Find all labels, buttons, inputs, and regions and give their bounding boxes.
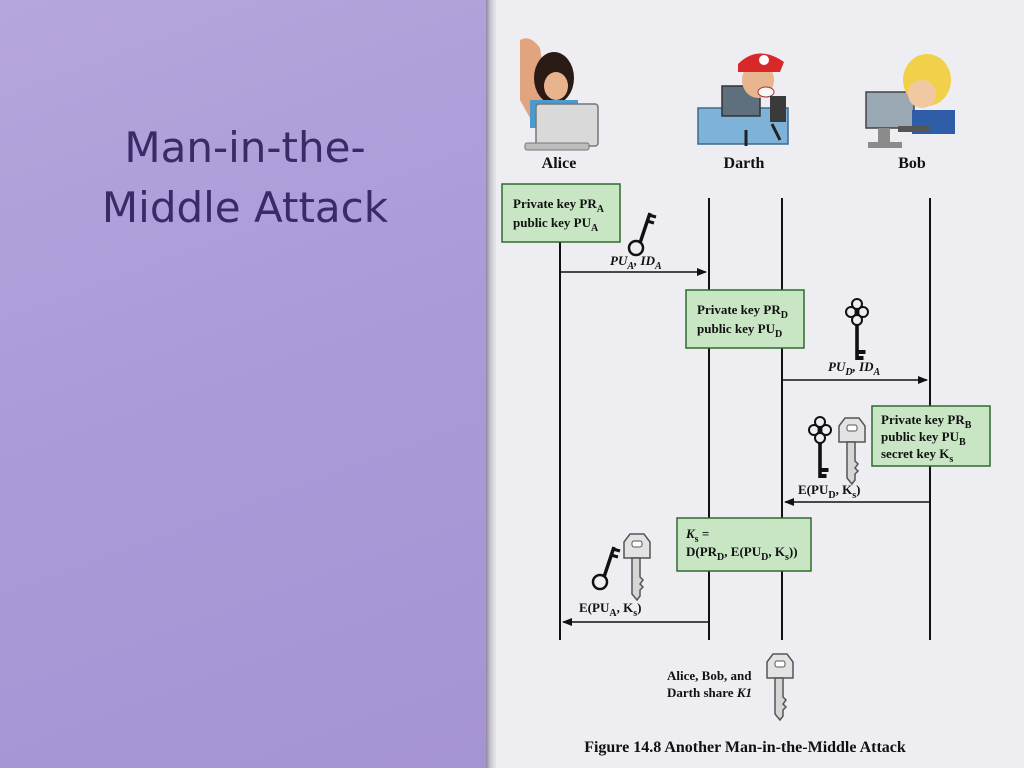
message-2-label: PUD, IDA bbox=[828, 359, 881, 378]
left-panel: Man-in-the- Middle Attack bbox=[0, 0, 486, 768]
figure-caption: Figure 14.8 Another Man-in-the-Middle At… bbox=[584, 739, 906, 756]
svg-text:Private key PRD: Private key PRD bbox=[697, 302, 788, 321]
share-note-line-2: Darth share K1 bbox=[667, 685, 752, 700]
share-note-line-1: Alice, Bob, and bbox=[667, 668, 752, 683]
svg-text:public key PUA: public key PUA bbox=[513, 215, 599, 234]
ornate-key-icon bbox=[845, 298, 869, 361]
slide-title-line-1: Man-in-the- bbox=[124, 123, 366, 172]
svg-text:public key PUD: public key PUD bbox=[697, 321, 782, 340]
person-bob-icon bbox=[865, 54, 955, 148]
svg-text:public key PUB: public key PUB bbox=[881, 429, 966, 448]
slide-title: Man-in-the- Middle Attack bbox=[60, 118, 430, 238]
svg-text:Private key PRA: Private key PRA bbox=[513, 196, 605, 215]
message-4-label: E(PUA, Ks) bbox=[579, 600, 641, 619]
person-alice-icon bbox=[520, 38, 599, 151]
modern-key-icon bbox=[623, 533, 651, 601]
alice-keys-box: Private key PRA public key PUA bbox=[501, 183, 621, 243]
person-darth-icon bbox=[697, 53, 789, 146]
old-key-icon bbox=[627, 211, 658, 257]
bob-keys-box: Private key PRB public key PUB secret ke… bbox=[871, 405, 991, 467]
slide-title-line-2: Middle Attack bbox=[101, 183, 389, 232]
old-key-icon bbox=[591, 545, 622, 591]
panel-divider bbox=[486, 0, 496, 768]
modern-key-icon bbox=[838, 417, 866, 485]
actor-darth-label: Darth bbox=[724, 155, 765, 172]
darth-decrypt-box: Ks = D(PRD, E(PUD, Ks)) bbox=[676, 517, 812, 572]
actor-alice-label: Alice bbox=[542, 155, 577, 172]
ornate-key-icon bbox=[808, 416, 832, 479]
message-1-label: PUA, IDA bbox=[610, 253, 662, 272]
svg-text:Private key PRB: Private key PRB bbox=[881, 412, 972, 431]
darth-keys-box: Private key PRD public key PUD bbox=[685, 289, 805, 349]
message-3-label: E(PUD, Ks) bbox=[798, 482, 860, 501]
svg-text:secret key Ks: secret key Ks bbox=[881, 446, 953, 465]
actor-bob-label: Bob bbox=[898, 155, 926, 172]
svg-text:D(PRD, E(PUD, Ks)): D(PRD, E(PUD, Ks)) bbox=[686, 544, 798, 563]
modern-key-icon bbox=[766, 653, 794, 721]
svg-text:Ks =: Ks = bbox=[685, 526, 709, 545]
